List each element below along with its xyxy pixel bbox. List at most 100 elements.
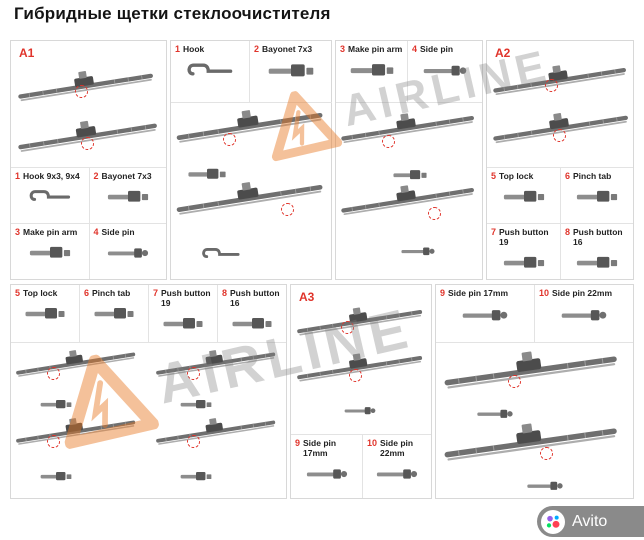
callout-marker: [187, 367, 200, 380]
adapter-image-side-pin-17: [305, 464, 349, 481]
adapter-cell-side-pin-22: 10 Side pin 22mm: [535, 285, 633, 343]
adapter-label: Side pin 17mm: [303, 438, 337, 458]
adapter-cell-hook: 1 Hook: [171, 41, 250, 103]
adapter-cell-side-pin-17: 9 Side pin 17mm: [436, 285, 535, 343]
adapter-number: 3: [15, 227, 21, 237]
panel-a3-label: A3: [299, 290, 315, 304]
callout-marker: [81, 137, 94, 150]
adapter-label: Push button 19: [499, 227, 549, 247]
callout-marker: [341, 321, 354, 334]
adapter-label: Hook 9x3, 9x4: [23, 171, 80, 181]
adapter-cell-bayonet: 2 Bayonet 7x3: [88, 167, 166, 223]
panel-1-2-detail: 1 Hook 2 Bayonet 7x3: [170, 40, 332, 280]
adapter-label: Pinch tab: [573, 171, 612, 181]
adapter-number: 10: [539, 288, 550, 298]
adapter-cell-top-lock: 5 Top lock: [11, 285, 80, 343]
panel-3-4-detail: 3 Make pin arm 4 Side pin: [335, 40, 483, 280]
callout-marker: [47, 435, 60, 448]
adapter-cell-hook: 1 Hook 9x3, 9x4: [11, 167, 89, 223]
adapter-cell-pinch-tab: 6 Pinch tab: [560, 167, 633, 223]
adapter-image-top-lock: [24, 304, 66, 321]
panel-a3: A3 9 Side pin 17mm 10 Side pin 22mm: [290, 284, 432, 499]
adapter-label: Push button 16: [230, 288, 280, 308]
adapter-number: 2: [254, 44, 260, 54]
callout-marker: [382, 135, 395, 148]
wiper-blade-image: [153, 340, 277, 382]
adapter-image-push-button-19: [162, 314, 204, 331]
callout-marker: [428, 207, 441, 220]
adapter-number: 6: [565, 171, 571, 181]
adapter-image-bayonet: [106, 187, 150, 204]
adapter-cell-bayonet: 2 Bayonet 7x3: [250, 41, 332, 103]
adapter-image-make-pin-arm: [349, 60, 395, 78]
adapter-number: 3: [340, 44, 346, 54]
panel-a1-label: A1: [19, 46, 35, 60]
adapter-image: [179, 469, 213, 482]
adapter-label: Side pin 22mm: [552, 288, 613, 298]
adapter-image-side-pin-22: [375, 464, 419, 481]
callout-marker: [47, 367, 60, 380]
adapter-number: 9: [440, 288, 446, 298]
adapter-cell-side-pin: 4 Side pin: [408, 41, 482, 103]
adapter-label: Make pin arm: [23, 227, 78, 237]
wiper-blade-image: [440, 410, 621, 467]
adapter-cell-pinch-tab: 6 Pinch tab: [80, 285, 149, 343]
adapter-image: [526, 477, 564, 492]
adapter-image-pinch-tab: [575, 187, 619, 204]
adapter-label: Side pin 22mm: [380, 438, 414, 458]
wiper-blade-image: [15, 109, 159, 158]
adapter-label: Push button 16: [573, 227, 623, 247]
adapter-number: 4: [93, 227, 99, 237]
adapter-number: 6: [84, 288, 90, 298]
adapter-number: 9: [295, 438, 301, 448]
adapter-number: 8: [565, 227, 571, 237]
adapter-number: 7: [491, 227, 497, 237]
wiper-blade-image: [173, 98, 326, 149]
panel-a2-label: A2: [495, 46, 511, 60]
adapter-number: 5: [15, 288, 21, 298]
panel-9-10-detail: 9 Side pin 17mm 10 Side pin 22mm: [435, 284, 634, 499]
wiper-blade-image: [490, 54, 628, 101]
adapter-label: Pinch tab: [92, 288, 131, 298]
adapter-image: [187, 165, 227, 181]
adapter-label: Side pin 17mm: [448, 288, 509, 298]
adapter-cell-push-button-16: 8 Push button 16: [560, 223, 633, 279]
adapter-number: 10: [367, 438, 378, 448]
adapter-image: [400, 243, 436, 257]
adapter-cell-top-lock: 5 Top lock: [487, 167, 560, 223]
wiper-blade-image: [338, 102, 476, 149]
adapter-label: Side pin: [420, 44, 454, 54]
adapter-number: 7: [153, 288, 159, 298]
callout-marker: [349, 369, 362, 382]
adapter-image-push-button-16: [231, 314, 273, 331]
adapter-number: 1: [15, 171, 21, 181]
callout-marker: [223, 133, 236, 146]
panel-5-8-detail: 5 Top lock 6 Pinch tab 7 Push button 19 …: [10, 284, 287, 499]
adapter-image-hook: [186, 60, 234, 79]
callout-marker: [545, 79, 558, 92]
adapter-image-side-pin-17: [461, 304, 509, 323]
adapter-image-push-button-16: [575, 253, 619, 270]
adapter-label: Top lock: [23, 288, 58, 298]
adapter-image: [201, 245, 241, 261]
adapter-image-side-pin: [422, 60, 468, 78]
adapter-image-hook: [28, 187, 72, 204]
adapter-cell-make-pin-arm: 3 Make pin arm: [336, 41, 408, 103]
adapter-cell-push-button-19: 7 Push button 19: [149, 285, 218, 343]
adapter-image-bayonet: [267, 60, 315, 79]
callout-marker: [508, 375, 521, 388]
adapter-cell-push-button-19: 7 Push button 19: [487, 223, 560, 279]
adapter-cell-make-pin-arm: 3 Make pin arm: [11, 223, 89, 279]
wiper-blade-image: [15, 60, 155, 107]
adapter-label: Bayonet 7x3: [262, 44, 313, 54]
adapter-cell-side-pin-17: 9 Side pin 17mm: [291, 434, 362, 498]
panel-a1: A1 1 Hook 9x3, 9x4 2 Bayonet 7x3: [10, 40, 167, 280]
adapter-number: 4: [412, 44, 418, 54]
wiper-blade-image: [13, 340, 137, 382]
adapter-image: [476, 405, 514, 420]
callout-marker: [281, 203, 294, 216]
adapter-image-side-pin: [106, 243, 150, 260]
panel-a2: A2 5 Top lock 6 Pinch tab 7: [486, 40, 634, 280]
adapter-cell-side-pin-22: 10 Side pin 22mm: [362, 434, 431, 498]
